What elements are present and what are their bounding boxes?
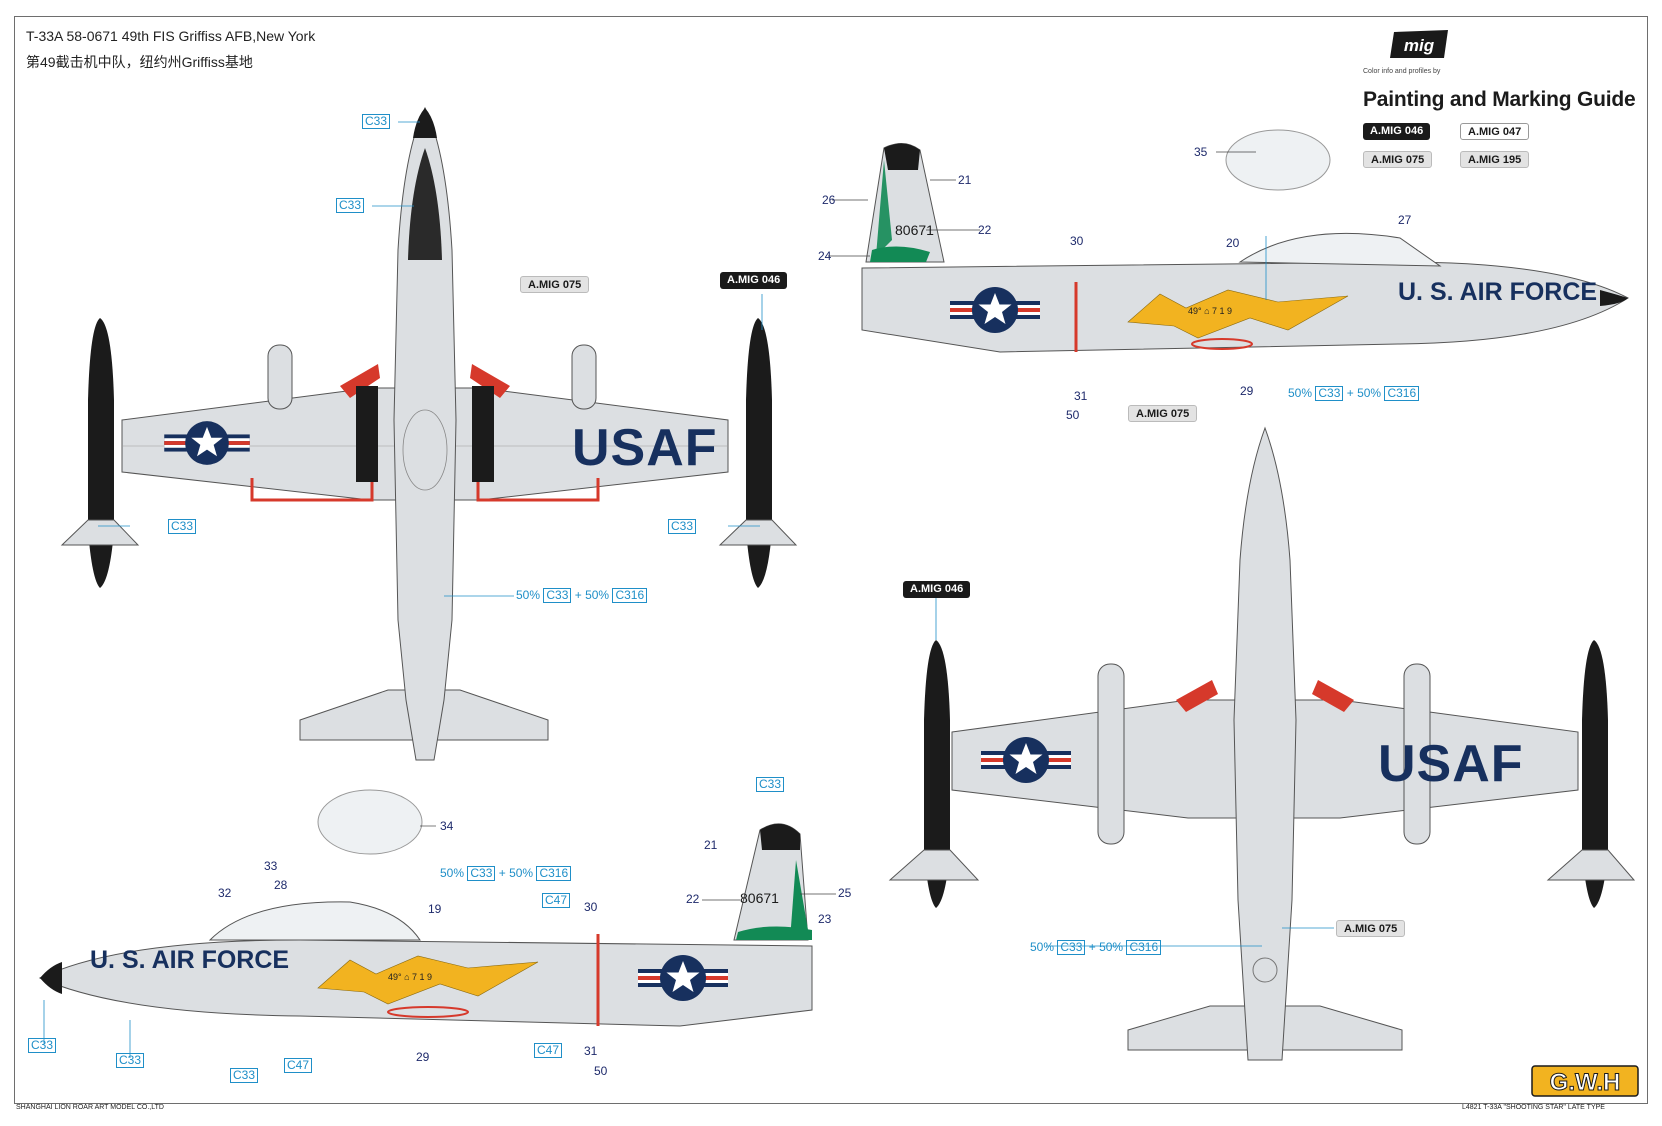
part-number: 19 — [428, 902, 442, 916]
svg-text:mig: mig — [1404, 36, 1435, 55]
callout-c33: C33 — [336, 198, 365, 213]
sheet-title-en: T-33A 58-0671 49th FIS Griffiss AFB,New … — [26, 28, 316, 44]
part-leaders — [420, 151, 1256, 901]
footer-product: L4821 T-33A "SHOOTING STAR" LATE TYPE — [1462, 1104, 1605, 1111]
part-number: 32 — [218, 886, 232, 900]
part-number: 29 — [1240, 384, 1254, 398]
callout-mix-side: 50% C33 + 50% C316 — [1288, 386, 1420, 401]
side-view-left — [38, 789, 813, 1027]
callout-mig046-bottom: A.MIG 046 — [903, 581, 971, 598]
part-number: 21 — [958, 173, 972, 187]
part-number: 29 — [416, 1050, 430, 1064]
part-number: 21 — [704, 838, 718, 852]
part-number: 26 — [822, 193, 836, 207]
callout-c33: C33 — [28, 1038, 57, 1053]
callout-c47: C47 — [284, 1058, 313, 1073]
bolt-text-right: 49° ⌂ 7 1 9 — [1188, 306, 1233, 316]
part-number: 50 — [594, 1064, 608, 1078]
callout-mix-bottom: 50% C33 + 50% C316 — [1030, 940, 1162, 955]
part-number: 22 — [978, 223, 992, 237]
guide-title: Painting and Marking Guide — [1363, 88, 1636, 111]
part-number: 31 — [584, 1044, 598, 1058]
part-number: 30 — [1070, 234, 1084, 248]
part-number: 35 — [1194, 145, 1208, 159]
part-number: 31 — [1074, 389, 1088, 403]
mig-logo-icon: mig — [1390, 30, 1448, 58]
callout-c47: C47 — [534, 1043, 563, 1058]
legend-chip-mig075: A.MIG 075 — [1363, 151, 1433, 168]
callout-c33: C33 — [362, 114, 391, 129]
usaf-marking-bottom: USAF — [1378, 735, 1524, 793]
usaf-marking-top: USAF — [572, 419, 718, 477]
sheet-title-cn: 第49截击机中队，纽约州Griffiss基地 — [26, 54, 253, 70]
callout-c33: C33 — [668, 519, 697, 534]
part-number: 27 — [1398, 213, 1412, 227]
us-air-force-right: U. S. AIR FORCE — [1398, 278, 1598, 306]
part-number: 25 — [838, 886, 852, 900]
legend-chip-mig047: A.MIG 047 — [1460, 123, 1530, 140]
callout-mig075-top: A.MIG 075 — [520, 276, 590, 293]
part-number: 23 — [818, 912, 832, 926]
legend-chip-mig195: A.MIG 195 — [1460, 151, 1530, 168]
bolt-text-left: 49° ⌂ 7 1 9 — [388, 972, 433, 982]
part-number: 28 — [274, 878, 288, 892]
svg-text:G.W.H: G.W.H — [1550, 1069, 1621, 1096]
sheet-border — [14, 16, 1648, 1104]
leader-lines — [43, 121, 1334, 1058]
part-number: 24 — [818, 249, 832, 263]
side-view-right — [861, 129, 1629, 353]
callout-mix-top: 50% C33 + 50% C316 — [516, 588, 648, 603]
callout-mix-left: 50% C33 + 50% C316 — [440, 866, 572, 881]
legend-chip-mig046: A.MIG 046 — [1363, 123, 1431, 140]
callout-c33: C33 — [116, 1053, 145, 1068]
part-number: 34 — [440, 819, 454, 833]
serial-number-right: 80671 — [895, 222, 934, 238]
callout-c33: C33 — [168, 519, 197, 534]
part-number: 30 — [584, 900, 598, 914]
top-view — [60, 106, 798, 761]
callout-mig075-bottom: A.MIG 075 — [1336, 920, 1406, 937]
callout-c33: C33 — [756, 777, 785, 792]
footer-company: SHANGHAI LION ROAR ART MODEL CO.,LTD — [16, 1104, 164, 1111]
us-air-force-left: U. S. AIR FORCE — [90, 946, 290, 974]
part-number: 50 — [1066, 408, 1080, 422]
callout-mig075-side: A.MIG 075 — [1128, 405, 1198, 422]
callout-c33: C33 — [230, 1068, 259, 1083]
callout-mig046-top: A.MIG 046 — [720, 272, 788, 289]
brand-subtitle: Color info and profiles by — [1363, 68, 1441, 75]
serial-number-left: 80671 — [740, 890, 779, 906]
part-number: 20 — [1226, 236, 1240, 250]
part-number: 22 — [686, 892, 700, 906]
gwh-logo-icon: G.W.H — [1531, 1065, 1639, 1097]
callout-c47: C47 — [542, 893, 571, 908]
bottom-view — [888, 426, 1636, 1061]
part-number: 33 — [264, 859, 278, 873]
